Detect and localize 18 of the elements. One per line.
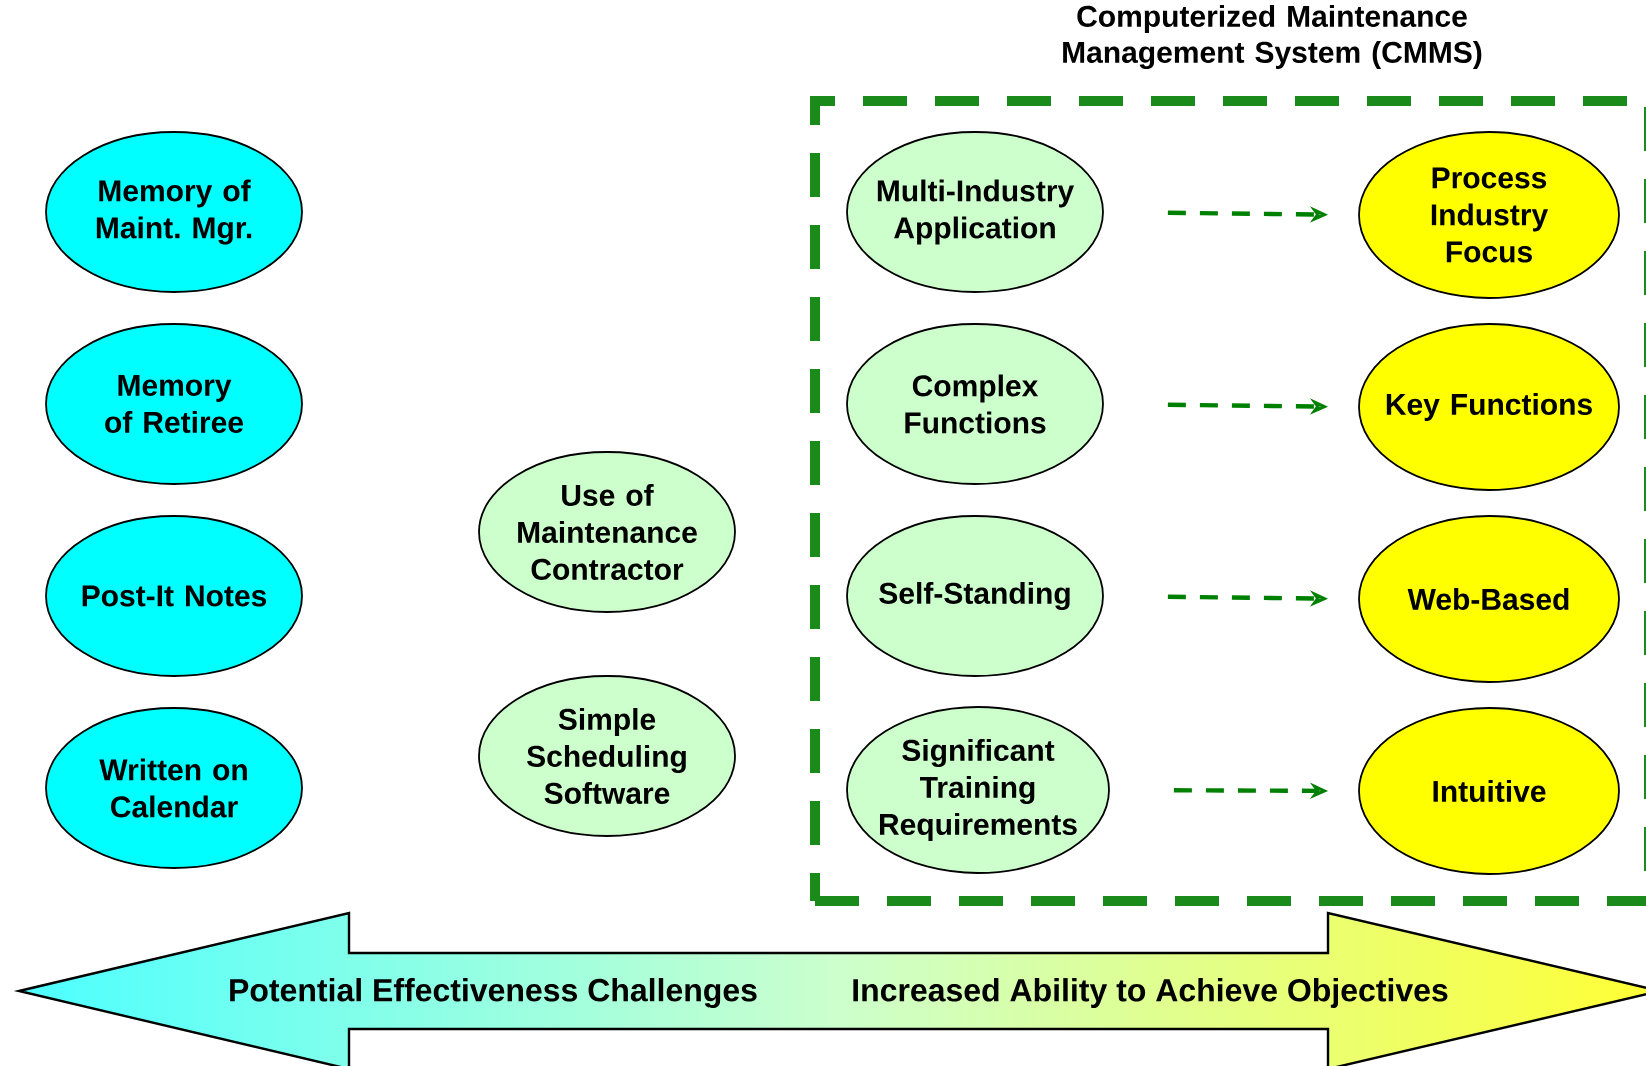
ellipse-node: Memory of Maint. Mgr. — [45, 131, 303, 293]
ellipse-node: Key Functions — [1358, 323, 1620, 491]
arrow-label: Potential Effectiveness Challenges — [230, 978, 757, 1008]
ellipse-node: Written on Calendar — [45, 707, 303, 869]
arrow-label: Increased Ability to Achieve Objectives — [853, 978, 1448, 1008]
ellipse-node: Web-Based — [1358, 515, 1620, 683]
ellipse-node: Simple Scheduling Software — [478, 675, 736, 837]
frame-heading: Computerized Maintenance Management System (CMMS) — [1063, 4, 1482, 70]
ellipse-node: Significant Training Requirements — [846, 706, 1110, 874]
ellipse-node: Intuitive — [1358, 707, 1620, 875]
ellipse-node: Use of Maintenance Contractor — [478, 451, 736, 613]
ellipse-node: Complex Functions — [846, 323, 1104, 485]
ellipse-node: Self-Standing — [846, 515, 1104, 677]
dashed-frame — [810, 96, 1646, 906]
ellipse-node: Process Industry Focus — [1358, 131, 1620, 299]
ellipse-node: Memory of Retiree — [45, 323, 303, 485]
ellipse-node: Multi-Industry Application — [846, 131, 1104, 293]
ellipse-node: Post-It Notes — [45, 515, 303, 677]
